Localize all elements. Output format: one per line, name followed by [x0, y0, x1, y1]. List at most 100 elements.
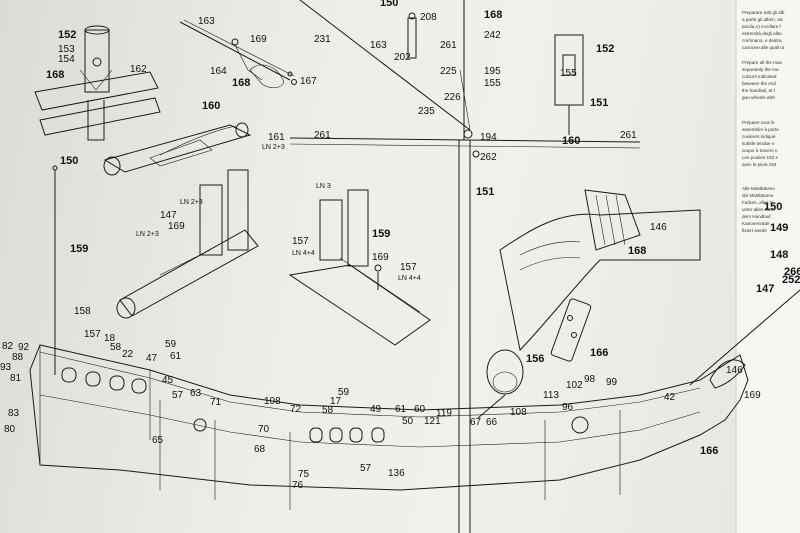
instruction-column [736, 0, 800, 533]
instruction-german-line: Farben, alles la [742, 200, 774, 205]
callout-bitt-detail-right-0: 157 [292, 236, 309, 247]
callout-hull-stern-14: 80 [4, 424, 16, 435]
callout-hull-mid-19: 57 [360, 463, 372, 474]
instruction-french-line: Les poulies 153 s [742, 155, 778, 160]
callout-right-column-3: 266 [784, 266, 800, 278]
callout-boom-detail-1: 161 [268, 132, 285, 143]
callout-yard-3: 160 [562, 135, 580, 147]
callout-hull-bow-5: 96 [562, 402, 574, 413]
callout-mast-top-6: 261 [440, 40, 457, 51]
callout-hull-stern-10: 88 [12, 352, 24, 363]
callout-flag-0: 150 [60, 155, 78, 167]
instruction-italian-line: a parte gli alberi, alc [742, 17, 784, 22]
instruction-french-line: couleurs indiqué [742, 134, 776, 139]
callout-hull-mid-3: 71 [210, 397, 222, 408]
callout-mast-top-10: 155 [484, 78, 501, 89]
instruction-italian-line: corrimano, e destra [742, 38, 782, 43]
callout-top-left-2: 154 [58, 54, 75, 65]
callout-bitt-detail-left-1: 169 [168, 221, 185, 232]
callout-hull-stern-1: 157 [84, 329, 101, 340]
callout-hull-mid-9: 76 [292, 480, 304, 491]
instruction-french-line: coque à travers u [742, 148, 778, 153]
callout-top-right-1: 155 [560, 68, 577, 79]
callout-hull-mid-20: 136 [388, 468, 405, 479]
ship-hull [29, 289, 800, 510]
callout-bitt-detail-right-3: 157 [400, 262, 417, 273]
callout-hull-mid-10: 59 [338, 387, 350, 398]
instruction-english-line: Prepare all the mas [742, 60, 783, 65]
instruction-german-line: Kanonenräde [742, 221, 770, 226]
callout-hull-mid-13: 49 [370, 404, 382, 415]
callout-hull-stern-3: 58 [110, 342, 122, 353]
callout-top-left-4: 162 [130, 64, 147, 75]
callout-bitt-detail-left-2: LN 2+3 [180, 199, 203, 206]
callout-hull-mid-8: 75 [298, 469, 310, 480]
instruction-italian-line: estremità degli albe [742, 31, 782, 36]
figurehead [709, 359, 746, 389]
callout-hull-bow-4: 99 [606, 377, 618, 388]
callout-hull-bow-3: 98 [584, 374, 596, 385]
callout-hull-stern-5: 47 [146, 353, 158, 364]
detail-bitts-147 [116, 169, 259, 319]
callout-yard-1: 194 [480, 132, 497, 143]
callout-bitt-detail-left-3: LN 2+3 [136, 231, 159, 238]
callout-spar-detail-3: 168 [232, 77, 250, 89]
detail-boom-160 [103, 122, 252, 176]
stern-windows [61, 367, 147, 394]
callout-hull-bow-8: 166 [700, 445, 718, 457]
instruction-italian-line: cannone alle quali ta [742, 45, 785, 50]
callout-right-column-5: 147 [756, 283, 774, 295]
callout-hull-stern-0: 92 [18, 342, 30, 353]
callout-top-left-1: 153 [58, 44, 75, 55]
callout-hull-mid-14: 61 [395, 404, 407, 415]
callout-mast-top-1: 208 [420, 12, 437, 23]
callout-hull-mid-22: 66 [486, 417, 498, 428]
callout-hull-mid-7: 68 [254, 444, 266, 455]
instruction-french-line: avec le pivot 154 [742, 162, 777, 167]
callout-hull-stern-6: 59 [165, 339, 177, 350]
callout-mast-top-2: 168 [484, 9, 502, 21]
instruction-english-line: between the end [742, 81, 776, 86]
instruction-german-line: Alle Mastbäume [742, 186, 775, 191]
callout-right-column-4: 252 [782, 274, 800, 286]
detail-spar-163 [179, 19, 297, 89]
callout-spar-detail-4: 167 [300, 76, 317, 87]
callout-hull-stern-13: 83 [8, 408, 20, 419]
instruction-english-line: separately the ma [742, 67, 779, 72]
callout-yard-2: 262 [480, 152, 497, 163]
callout-spar-detail-0: 163 [198, 16, 215, 27]
callout-mast-top-8: 225 [440, 66, 457, 77]
callout-boom-detail-0: 160 [202, 100, 220, 112]
callout-hull-bow-9: 146 [726, 365, 743, 376]
callout-hull-mid-21: 67 [470, 417, 482, 428]
callout-hull-mid-11: 58 [322, 405, 334, 416]
callout-hull-bow-0: 108 [510, 407, 527, 418]
gun-ports [193, 416, 589, 443]
instruction-german-line: unter allen Ende [742, 207, 776, 212]
callout-hull-stern-12: 81 [10, 373, 22, 384]
assembly-instructions: Preparare tutti gli alb a parte gli alber… [742, 10, 785, 233]
instruction-german-line: fixiert werde [742, 228, 767, 233]
callout-bitt-detail-right-5: LN 4+4 [398, 275, 421, 282]
callout-yard-0: 261 [314, 130, 331, 141]
flagpole [52, 165, 58, 375]
callout-hull-mid-16: 50 [402, 416, 414, 427]
instruction-french-line: Préparer tous le [742, 120, 775, 125]
callout-hull-stern-9: 82 [2, 341, 14, 352]
callout-yard-5: 151 [476, 186, 494, 198]
instruction-italian-line: Preparare tutti gli alb [742, 10, 785, 15]
callout-chain-plate-0: 146 [650, 222, 667, 233]
callout-hull-mid-1: 63 [190, 388, 202, 399]
instruction-french-line: subtile tendue e [742, 141, 775, 146]
callout-bitt-detail-right-2: 169 [372, 252, 389, 263]
callout-hull-stern-2: 18 [104, 333, 116, 344]
callout-mast-top-11: 226 [444, 92, 461, 103]
callout-chain-plate-1: 168 [628, 245, 646, 257]
detail-chain-plate-166 [499, 189, 701, 362]
callout-hull-bow-6: 42 [664, 392, 676, 403]
detail-bitts-top-left [34, 25, 161, 141]
callout-hull-stern-7: 61 [170, 351, 182, 362]
callout-hull-mid-23: 156 [526, 353, 544, 365]
callout-hull-bow-7: 169 [744, 390, 761, 401]
